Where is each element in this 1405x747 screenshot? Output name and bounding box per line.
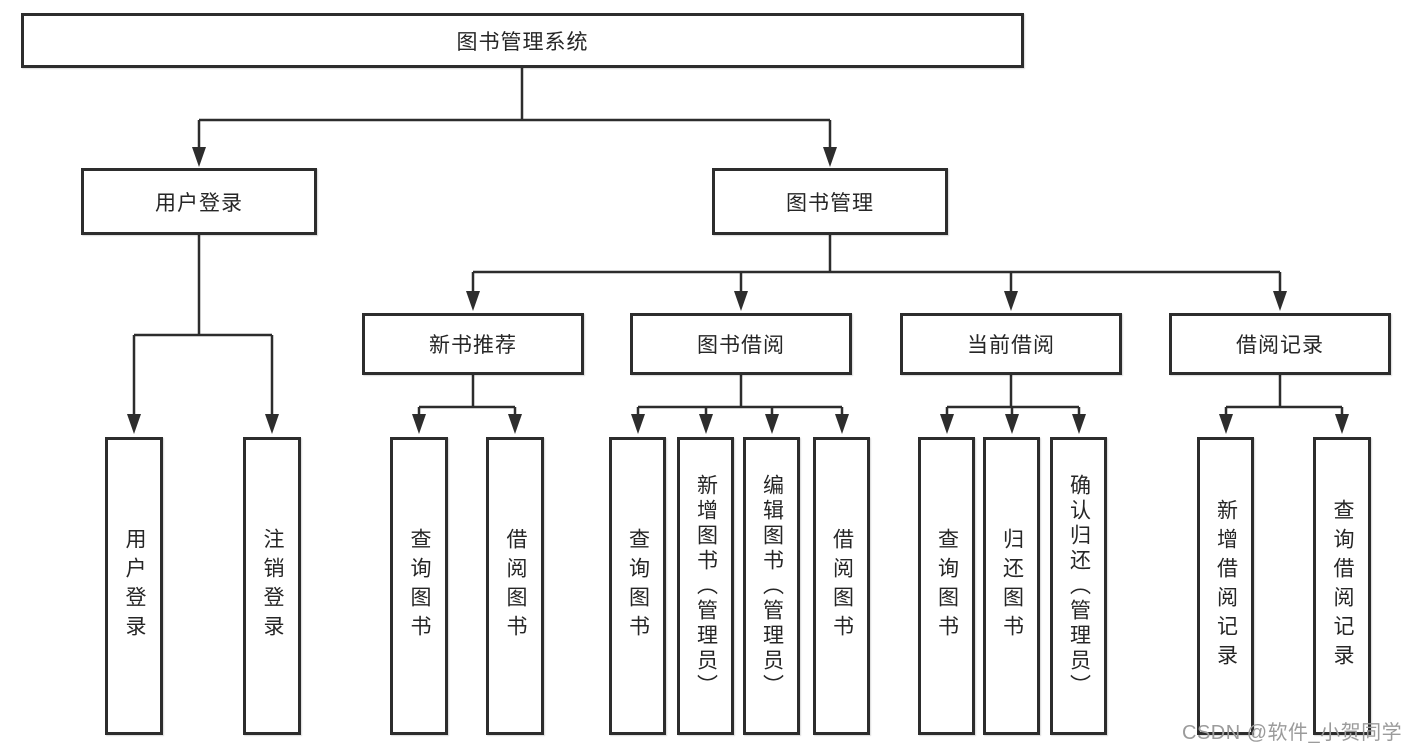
csdn-watermark: CSDN @软件_小贺同学 <box>1182 722 1403 744</box>
leaf-query-books-recommend: 查询图书 <box>390 437 448 735</box>
leaf-add-borrow-record: 新增借阅记录 <box>1197 437 1254 735</box>
leaf-confirm-return-admin: 确认归还（管理员） <box>1050 437 1107 735</box>
leaf-borrow-books-borrowing: 借阅图书 <box>813 437 870 735</box>
node-current-borrowing: 当前借阅 <box>900 313 1122 375</box>
node-borrowing-records: 借阅记录 <box>1169 313 1391 375</box>
node-book-management: 图书管理 <box>712 168 948 235</box>
leaf-logout-login: 注销登录 <box>243 437 301 735</box>
leaf-return-books: 归还图书 <box>983 437 1040 735</box>
node-user-login: 用户登录 <box>81 168 317 235</box>
leaf-query-books-current: 查询图书 <box>918 437 975 735</box>
node-new-book-recommend: 新书推荐 <box>362 313 584 375</box>
leaf-add-books-admin: 新增图书（管理员） <box>677 437 734 735</box>
leaf-query-books-borrowing: 查询图书 <box>609 437 666 735</box>
node-book-borrowing: 图书借阅 <box>630 313 852 375</box>
node-root: 图书管理系统 <box>21 13 1024 68</box>
leaf-edit-books-admin: 编辑图书（管理员） <box>743 437 800 735</box>
leaf-query-borrow-record: 查询借阅记录 <box>1313 437 1371 735</box>
leaf-borrow-books-recommend: 借阅图书 <box>486 437 544 735</box>
leaf-user-login: 用户登录 <box>105 437 163 735</box>
